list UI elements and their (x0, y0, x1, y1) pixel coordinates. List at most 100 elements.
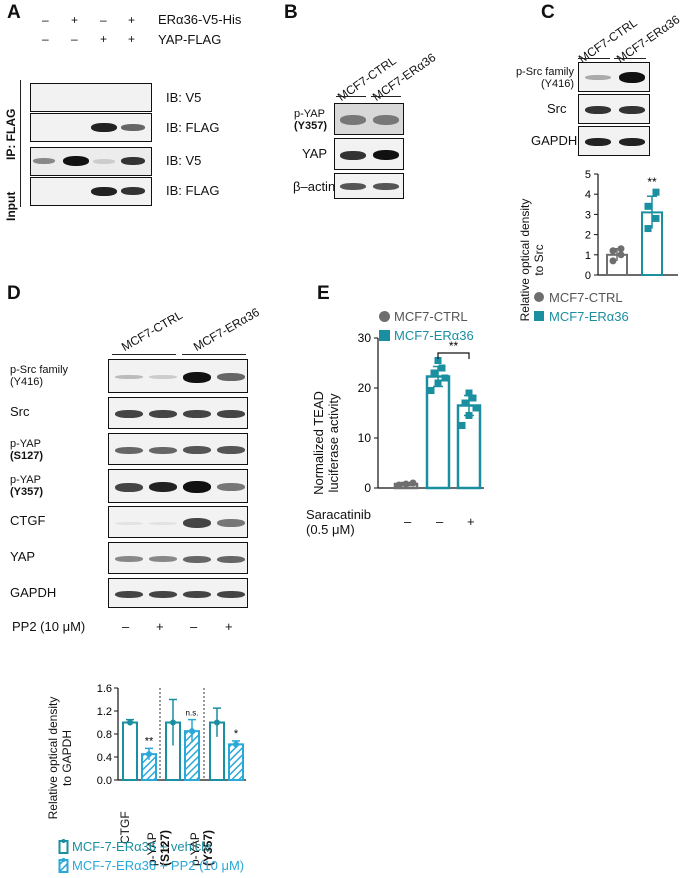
data-point (427, 387, 435, 394)
row2-sign-2: – (71, 32, 78, 46)
pp2-sign-4: + (225, 619, 233, 634)
treat-sign-2: – (436, 514, 444, 529)
blot-row (108, 578, 248, 608)
row1-sign-3: – (100, 13, 107, 27)
significance-label: * (234, 728, 239, 740)
data-point (170, 719, 176, 726)
significance-label: ** (449, 339, 459, 353)
blot-row-label: CTGF (10, 513, 46, 528)
y-tick-label: 4 (585, 189, 591, 201)
blot-label-1: IB: V5 (166, 90, 202, 105)
blot-actin (334, 173, 404, 199)
y-tick-label: 3 (585, 209, 591, 221)
data-point (430, 369, 438, 377)
data-point (609, 247, 617, 255)
data-point (402, 480, 410, 488)
row2-sign-1: – (42, 32, 49, 46)
panel-label-d: D (7, 283, 21, 304)
yap-label: YAP (302, 146, 328, 161)
blot-row-label: YAP (10, 549, 36, 564)
data-point (438, 364, 446, 372)
y-tick-label: 5 (585, 169, 591, 181)
pp2-sign-2: + (156, 619, 164, 634)
legend-era36: MCF7-ERα36 (394, 328, 474, 343)
blot-row-label: p-YAP(S127) (10, 438, 44, 462)
blot-src (578, 94, 650, 124)
y-tick-label: 0.8 (97, 729, 112, 741)
data-point (469, 394, 477, 402)
y-tick-label: 1 (585, 250, 591, 262)
row1-label: ERα36-V5-His (158, 12, 242, 27)
treat-sign-3: + (467, 514, 475, 529)
data-point (458, 422, 466, 429)
significance-label: n.s. (186, 709, 199, 718)
y-tick-label: 2 (585, 230, 591, 242)
row2-sign-4: + (128, 32, 136, 46)
data-point (461, 399, 469, 407)
y-tick-label: 1.2 (97, 706, 112, 718)
actin-label: β–actin (293, 179, 336, 194)
blot-input-flag (30, 177, 152, 206)
y-tick-label: 0 (585, 270, 591, 282)
pp2-label: PP2 (10 μM) (12, 619, 86, 634)
significance-label: ** (647, 175, 657, 189)
data-point (644, 202, 652, 210)
y-tick-label: 0.4 (97, 752, 112, 764)
blot-ip-flag (30, 113, 152, 142)
gapdh-label: GAPDH (531, 133, 578, 148)
legend-square-icon (534, 311, 544, 321)
blot-row-label: GAPDH (10, 585, 57, 600)
data-point (644, 225, 652, 233)
data-point (465, 389, 473, 397)
col-label-ctrl: MCF7-CTRL (119, 307, 185, 354)
data-point (652, 214, 660, 222)
blot-label-3: IB: V5 (166, 153, 202, 168)
blot-row (108, 359, 248, 393)
blot-row (108, 397, 248, 429)
col-label-era36: MCF7-ERα36 (191, 305, 262, 354)
data-point (652, 188, 660, 196)
blot-row (108, 506, 248, 538)
data-point (472, 404, 480, 412)
y-tick-label: 20 (358, 381, 372, 395)
legend-vehicle: MCF-7-ERα36 + vehicle (72, 839, 212, 854)
row1-sign-1: – (42, 13, 49, 27)
data-point (189, 728, 195, 735)
data-point (617, 245, 625, 253)
legend-pp2: MCF-7-ERα36 + PP2 (10 μM) (72, 858, 245, 873)
y-tick-label: 30 (358, 331, 372, 345)
panel-label-c: C (541, 2, 555, 23)
blot-psrc (578, 62, 650, 92)
data-point (214, 719, 220, 726)
blot-yap (334, 138, 404, 170)
treat-sign-1: – (404, 514, 412, 529)
ip-flag-label: IP: FLAG (4, 108, 18, 160)
pp2-sign-3: – (190, 619, 198, 634)
data-point (434, 357, 442, 364)
blot-label-2: IB: FLAG (166, 120, 220, 135)
treatment-label: Saracatinib(0.5 μM) (306, 507, 372, 537)
legend-circle-icon (379, 311, 390, 322)
pp2-sign-1: – (122, 619, 130, 634)
blot-gapdh (578, 126, 650, 156)
blot-label-4: IB: FLAG (166, 183, 220, 198)
bar (122, 721, 138, 781)
significance-bracket (437, 352, 470, 359)
panel-label-b: B (284, 2, 298, 23)
blot-row (108, 433, 248, 465)
legend-ctrl: MCF7-CTRL (394, 309, 468, 324)
blot-ip-v5 (30, 83, 152, 112)
data-point (609, 257, 617, 265)
legend-ctrl: MCF7-CTRL (549, 290, 623, 305)
blot-row-label: Src (10, 404, 30, 419)
y-tick-label: 0 (364, 481, 371, 495)
y-tick-label: 1.6 (97, 683, 112, 695)
legend-era36: MCF7-ERα36 (549, 309, 629, 324)
row1-sign-2: + (71, 13, 79, 27)
chart-c: 0 1 2 3 4 5 ** (585, 169, 678, 282)
data-point (127, 719, 133, 726)
